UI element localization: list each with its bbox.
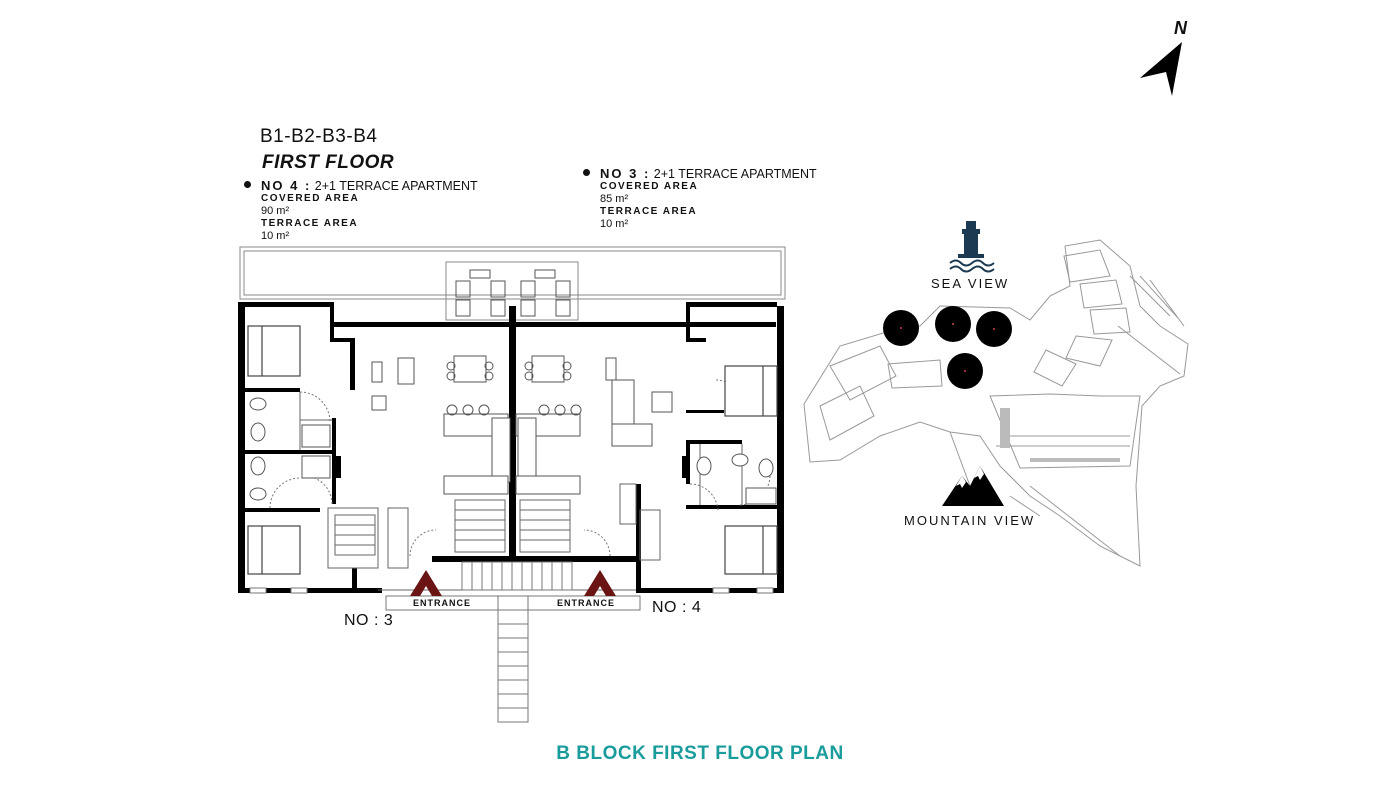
apartment-number: NO 4 : [261, 178, 312, 193]
windows [249, 587, 774, 594]
terrace-area-value: 10 m² [261, 230, 290, 242]
walls [238, 302, 784, 593]
floor-title: FIRST FLOOR [262, 152, 395, 173]
apartment-info-no3: NO 3 : 2+1 TERRACE APARTMENT COVERED ARE… [583, 166, 817, 231]
block-list: B1-B2-B3-B4 [260, 126, 378, 147]
entrance-stairs [385, 561, 641, 723]
north-label: N [1174, 18, 1187, 38]
apartment-number: NO 3 : [600, 166, 651, 181]
apartment-info-no4: NO 4 : 2+1 TERRACE APARTMENT COVERED ARE… [244, 178, 478, 243]
entrance-arrow-icon [584, 570, 616, 596]
terrace-furniture [455, 269, 571, 317]
covered-area-value: 90 m² [261, 205, 290, 217]
bullet-icon [244, 181, 251, 188]
north-arrow-icon [1140, 42, 1182, 96]
entrance-label-left: ENTRANCE [412, 598, 471, 608]
mountain-view-label: MOUNTAIN VIEW [904, 513, 1036, 528]
bullet-icon [583, 169, 590, 176]
plan-title: B BLOCK FIRST FLOOR PLAN [556, 743, 844, 764]
lighthouse-icon [949, 221, 995, 273]
site-markers [883, 306, 1012, 389]
apartment-type: 2+1 TERRACE APARTMENT [653, 167, 817, 181]
unit-label-right: NO : 4 [652, 599, 702, 616]
unit-label-left: NO : 3 [344, 612, 394, 629]
covered-area-label: COVERED AREA [261, 192, 360, 204]
terrace-area-value: 10 m² [600, 218, 629, 230]
entrance-label-right: ENTRANCE [556, 598, 615, 608]
beds [247, 325, 778, 575]
entrance-arrow-icon [410, 570, 442, 596]
covered-area-label: COVERED AREA [600, 180, 699, 192]
terrace [239, 246, 786, 321]
site-plan [803, 239, 1189, 567]
chairs [446, 361, 582, 416]
mountain-icon [942, 466, 1004, 506]
bathroom-fixtures [249, 397, 777, 505]
sea-view-label: SEA VIEW [931, 276, 1010, 291]
covered-area-value: 85 m² [600, 193, 629, 205]
terrace-area-label: TERRACE AREA [261, 217, 359, 229]
staircases [334, 499, 571, 556]
terrace-area-label: TERRACE AREA [600, 205, 698, 217]
apartment-type: 2+1 TERRACE APARTMENT [314, 179, 478, 193]
living-furniture [371, 355, 673, 495]
